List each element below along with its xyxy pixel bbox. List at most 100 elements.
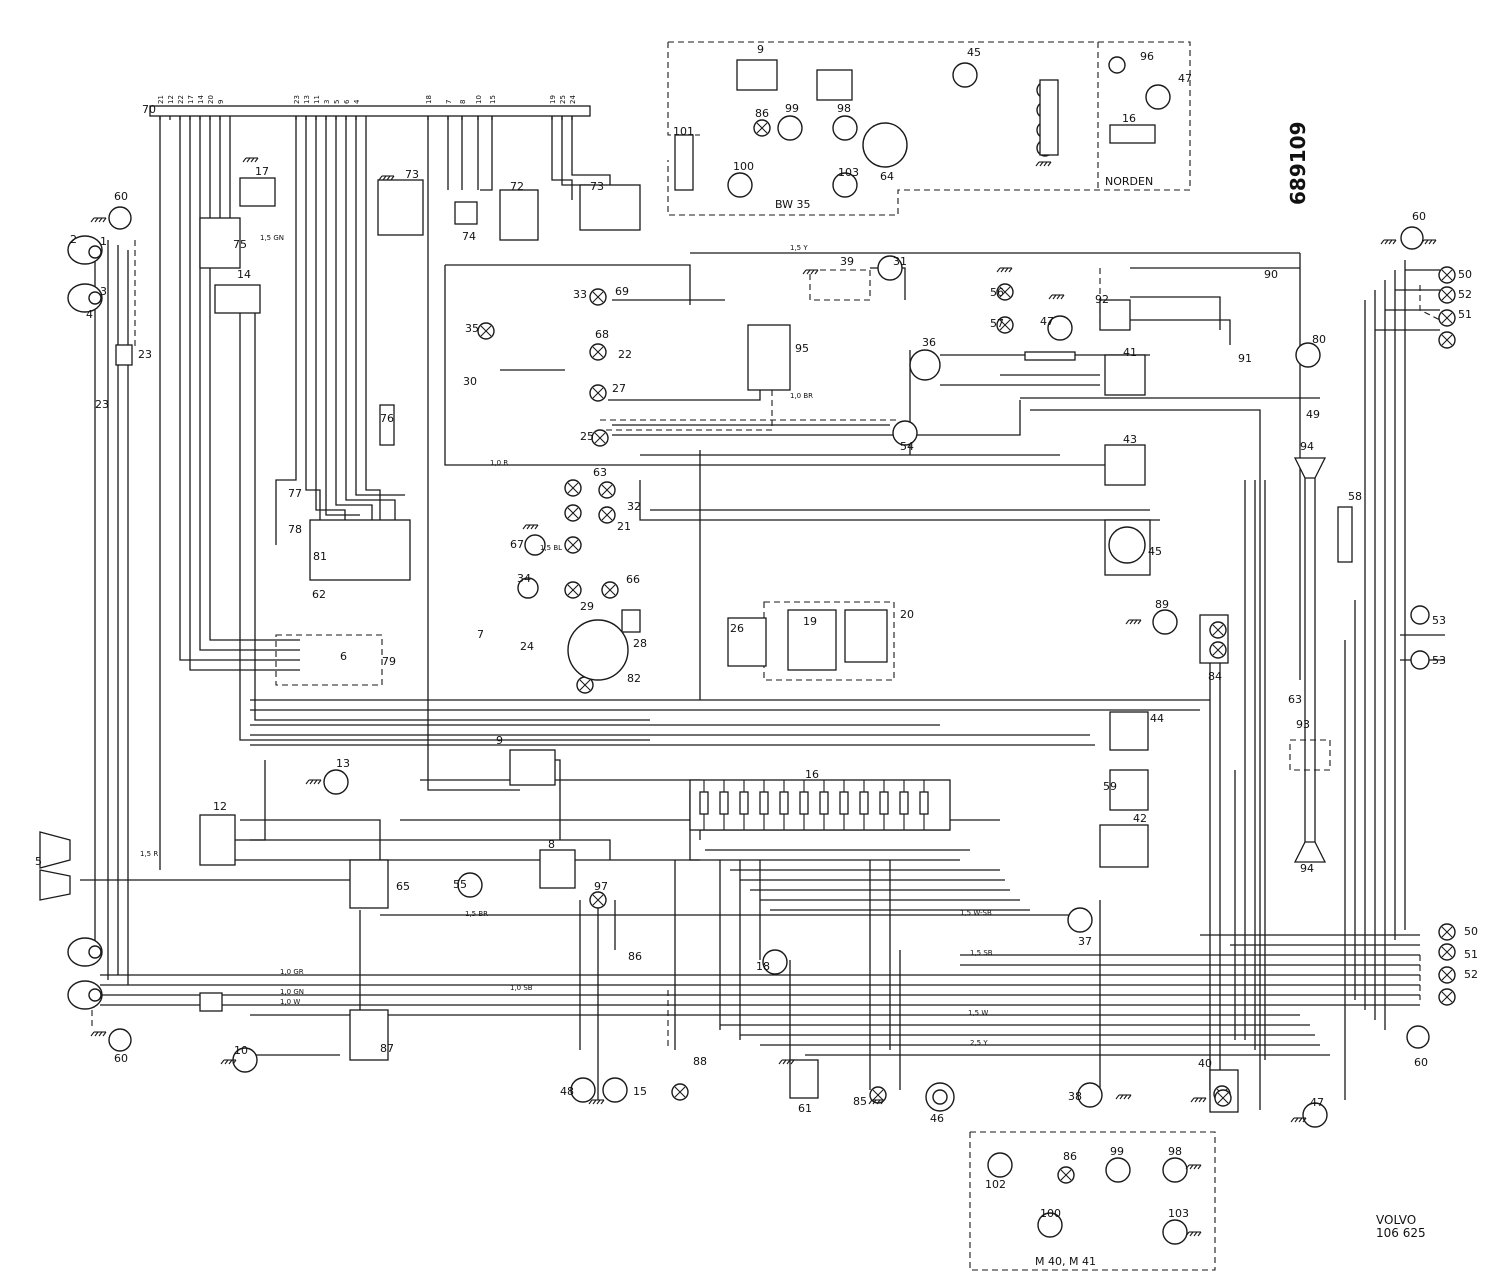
component-number: 82 <box>627 672 641 685</box>
wire-label: 1,5 R <box>140 850 158 858</box>
wire-label: 1,5 SB <box>970 949 993 957</box>
component-number: 63 <box>593 466 607 479</box>
component-number: 75 <box>233 238 247 251</box>
labels: 689109 VOLVO 106 625 BW 35 NORDEN M 40, … <box>35 43 1478 1268</box>
fuse <box>759 791 769 815</box>
ground-symbol <box>378 175 395 181</box>
component-number: 52 <box>1464 968 1478 981</box>
component-number: 19 <box>803 615 817 628</box>
fuse <box>899 791 909 815</box>
component-number: 101 <box>673 125 694 138</box>
component-number: 102 <box>985 1178 1006 1191</box>
terminal-label: 19 <box>549 95 557 104</box>
component-number: 23 <box>138 348 152 361</box>
component-number: 98 <box>1168 1145 1182 1158</box>
fuse <box>919 791 929 815</box>
terminal-label: 6 <box>343 99 351 104</box>
component-number: 65 <box>396 880 410 893</box>
wire-label: 1,5 BR <box>465 910 488 918</box>
component-number: 30 <box>463 375 477 388</box>
component-number: 69 <box>615 285 629 298</box>
component-number: 1 <box>100 235 107 248</box>
component-number: 9 <box>757 43 764 56</box>
wire-label: 1,0 BR <box>790 392 813 400</box>
component-number: 22 <box>618 348 632 361</box>
component-number: 91 <box>1238 352 1252 365</box>
ground-symbol <box>1035 161 1052 167</box>
component-number: 59 <box>1103 780 1117 793</box>
component-number: 26 <box>730 622 744 635</box>
component-number: 85 <box>853 1095 867 1108</box>
ground-symbol <box>1115 1094 1132 1100</box>
component-number: 92 <box>1095 293 1109 306</box>
component-number: 61 <box>798 1102 812 1115</box>
component-number: 50 <box>1458 268 1472 281</box>
component-number: 58 <box>1348 490 1362 503</box>
component-number: 103 <box>1168 1207 1189 1220</box>
component-number: 76 <box>380 412 394 425</box>
component-number: 15 <box>633 1085 647 1098</box>
component-number: 86 <box>755 107 769 120</box>
component-number: 16 <box>805 768 819 781</box>
component-number: 93 <box>1296 718 1310 731</box>
maker-ref-label: 106 625 <box>1376 1226 1426 1240</box>
terminal-label: 17 <box>187 95 195 104</box>
component-number: 63 <box>1288 693 1302 706</box>
component-number: 34 <box>517 572 531 585</box>
component-number: 60 <box>1412 210 1426 223</box>
maker-label: VOLVO <box>1376 1213 1416 1227</box>
component-number: 88 <box>693 1055 707 1068</box>
component-number: 44 <box>1150 712 1164 725</box>
component-number: 84 <box>1208 670 1222 683</box>
component-number: 53 <box>1432 654 1446 667</box>
fuse <box>879 791 889 815</box>
terminal-label: 4 <box>353 99 361 104</box>
ground-symbol <box>242 157 259 163</box>
component-number: 51 <box>1458 308 1472 321</box>
component-number: 62 <box>312 588 326 601</box>
ground-symbol <box>996 267 1013 273</box>
component-number: 78 <box>288 523 302 536</box>
ground-symbol <box>220 1059 237 1065</box>
ground-symbol <box>1185 1231 1202 1237</box>
wire-label: 1,5 BL <box>540 544 562 552</box>
component-number: 51 <box>1464 948 1478 961</box>
component-number: 21 <box>617 520 631 533</box>
component-number: 17 <box>255 165 269 178</box>
component-number: 103 <box>838 166 859 179</box>
ground-symbol <box>588 1099 605 1105</box>
component-number: 50 <box>1464 925 1478 938</box>
terminal-label: 24 <box>569 95 577 104</box>
wire-label: 1,5 W-SB <box>960 909 992 917</box>
fuse <box>859 791 869 815</box>
component-number: 89 <box>1155 598 1169 611</box>
component-number: 87 <box>380 1042 394 1055</box>
wire-label: 2,5 Y <box>970 1039 988 1047</box>
ground-symbol <box>305 779 322 785</box>
component-number: 94 <box>1300 862 1314 875</box>
component-number: 29 <box>580 600 594 613</box>
terminal-label: 20 <box>207 95 215 104</box>
component-number: 8 <box>548 838 555 851</box>
component-number: 45 <box>1148 545 1162 558</box>
component-number: 12 <box>213 800 227 813</box>
component-number: 96 <box>1140 50 1154 63</box>
fuse <box>819 791 829 815</box>
component-number: 25 <box>580 430 594 443</box>
wire-label: 1,5 GN <box>260 234 284 242</box>
component-number: 38 <box>1068 1090 1082 1103</box>
terminal-label: 22 <box>177 95 185 104</box>
terminal-label: 10 <box>475 95 483 104</box>
component-number: 35 <box>465 322 479 335</box>
fuse <box>719 791 729 815</box>
component-number: 77 <box>288 487 302 500</box>
fuse <box>699 791 709 815</box>
ground-symbol <box>1420 239 1437 245</box>
component-number: 52 <box>1458 288 1472 301</box>
ground-symbol <box>1190 1097 1207 1103</box>
component-number: 55 <box>453 878 467 891</box>
wire-label: 1,5 Y <box>790 244 808 252</box>
component-number: 47 <box>1310 1096 1324 1109</box>
terminal-label: 18 <box>425 95 433 104</box>
